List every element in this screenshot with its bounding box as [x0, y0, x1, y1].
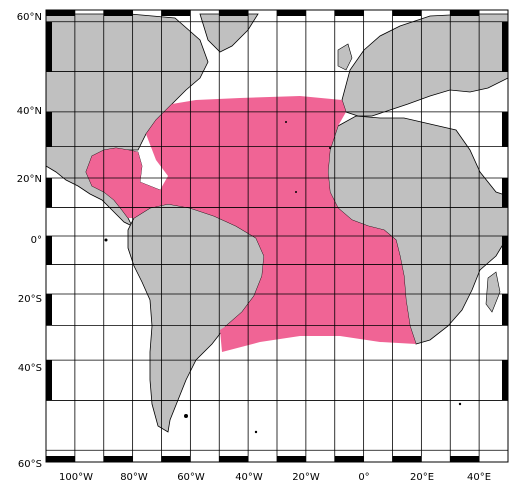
- lat-label-20s: 20°S: [18, 294, 42, 305]
- british-isles-landmass: [337, 43, 353, 71]
- lon-label-80w: 80°W: [120, 472, 148, 483]
- lon-label-20w: 20°W: [292, 472, 320, 483]
- frame-checker-segment: [392, 456, 422, 462]
- lon-label-20e: 20°E: [410, 472, 434, 483]
- frame-checker-segment: [46, 178, 52, 208]
- lon-label-100w: 100°W: [59, 472, 93, 483]
- frame-checker-segment: [277, 10, 306, 16]
- latitude-labels: 60°N 40°N 20°N 0° 20°S 40°S 60°S: [17, 12, 42, 470]
- frame-checker-segment: [219, 456, 249, 462]
- lat-label-60n: 60°N: [17, 12, 42, 23]
- europe-landmass: [341, 13, 509, 117]
- frame-checker-segment: [46, 456, 75, 462]
- frame-checker-segment: [502, 236, 508, 265]
- frame-checker-segment: [502, 21, 508, 72]
- frame-checker-segment: [334, 456, 364, 462]
- lat-label-60s: 60°S: [18, 459, 42, 470]
- frame-checker-segment: [46, 10, 75, 16]
- frame-checker-segment: [161, 10, 191, 16]
- lon-label-0: 0°: [358, 472, 369, 483]
- frame-checker-segment: [161, 456, 191, 462]
- lat-label-40s: 40°S: [18, 363, 42, 374]
- frame-checker-segment: [502, 360, 508, 401]
- frame-checker-segment: [334, 10, 364, 16]
- frame-checker-segment: [502, 178, 508, 208]
- lat-label-0: 0°: [31, 235, 42, 246]
- madagascar-landmass: [485, 271, 501, 313]
- graticule-grid: [45, 10, 509, 462]
- island-specks: [104, 121, 462, 434]
- lat-label-20n: 20°N: [17, 174, 42, 185]
- frame-checker-segment: [502, 111, 508, 147]
- frame-checker-segment: [103, 456, 133, 462]
- frame-checker-segment: [219, 10, 249, 16]
- atlantic-range-highlight: [86, 96, 416, 352]
- frame-checker-segment: [392, 10, 422, 16]
- frame-checker-segment: [502, 293, 508, 326]
- longitude-labels: 100°W 80°W 60°W 40°W 20°W 0° 20°E 40°E: [59, 472, 491, 483]
- frame-checker-segment: [46, 21, 52, 72]
- land-layer: [45, 13, 509, 433]
- frame-checker-border: [46, 10, 508, 462]
- frame-checker-segment: [103, 10, 133, 16]
- lon-label-40e: 40°E: [467, 472, 491, 483]
- lon-label-60w: 60°W: [177, 472, 205, 483]
- frame-checker-segment: [450, 10, 480, 16]
- frame-checker-segment: [46, 236, 52, 265]
- lat-label-40n: 40°N: [17, 106, 42, 117]
- lon-label-40w: 40°W: [235, 472, 263, 483]
- frame-checker-segment: [46, 360, 52, 401]
- frame-checker-segment: [450, 456, 480, 462]
- frame-checker-segment: [46, 293, 52, 326]
- greenland-landmass: [199, 13, 259, 53]
- frame-checker-segment: [46, 111, 52, 147]
- frame-checker-segment: [277, 456, 306, 462]
